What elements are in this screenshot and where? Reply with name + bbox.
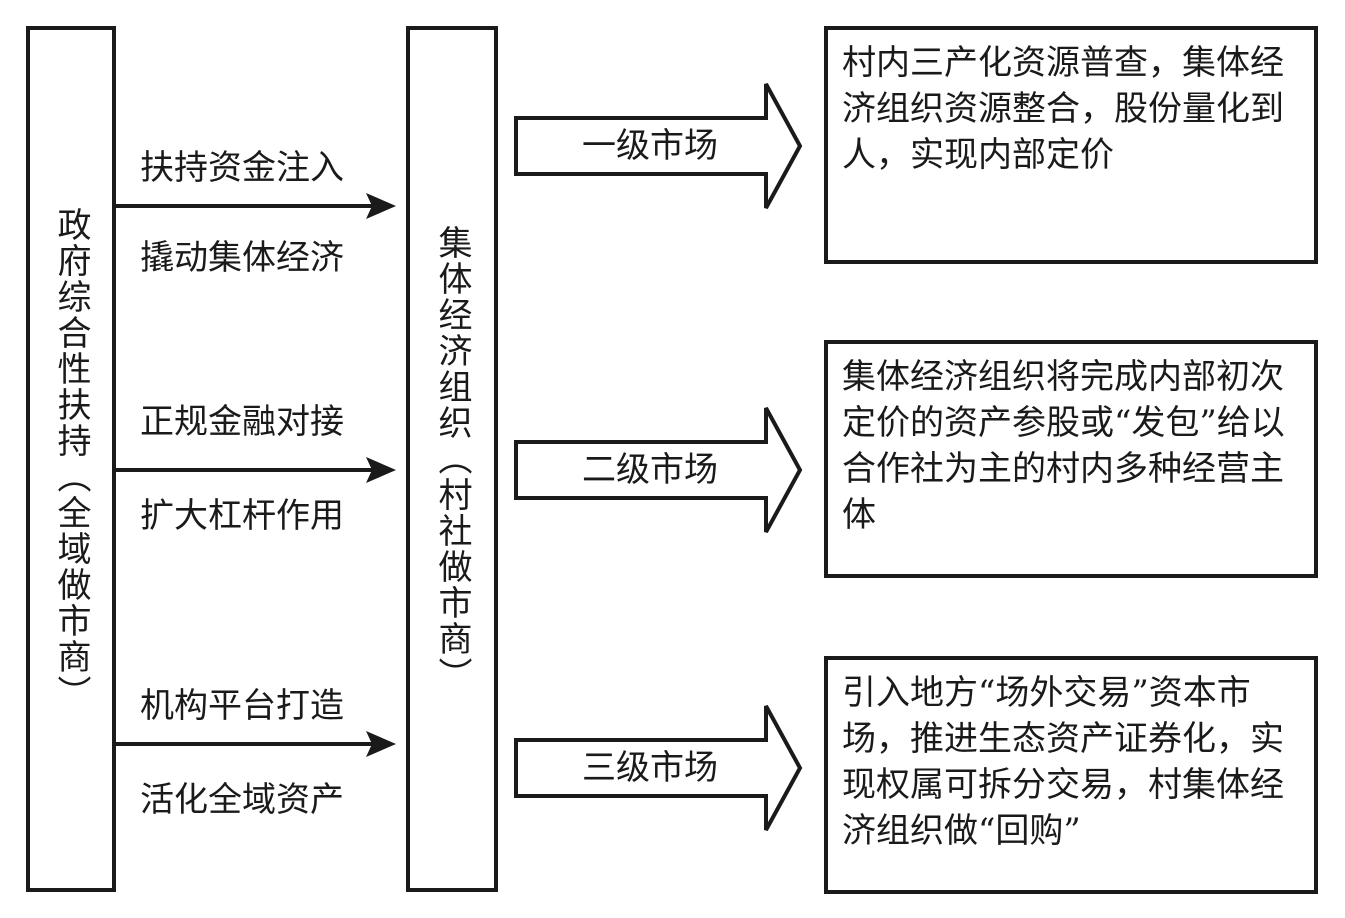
market-arrow-1 [514,83,803,209]
connector-1-bottom-label: 撬动集体经济 [140,238,344,278]
connector-arrow-3 [116,731,396,757]
government-support-box: 政府综合性扶持（全域做市商） [26,26,116,892]
connector-arrow-2 [116,457,396,483]
connector-1-top-label: 扶持资金注入 [140,148,344,188]
market-2-description-box: 集体经济组织将完成内部初次定价的资产参股或“发包”给以合作社为主的村内多种经营主… [824,340,1318,578]
connector-2-bottom-label: 扩大杠杆作用 [140,496,344,536]
market-2-label: 二级市场 [582,450,718,490]
market-2-description: 集体经济组织将完成内部初次定价的资产参股或“发包”给以合作社为主的村内多种经营主… [842,357,1285,535]
market-3-description: 引入地方“场外交易”资本市场，推进生态资产证券化，实现权属可拆分交易，村集体经济… [842,673,1284,851]
market-arrow-2 [514,407,803,533]
government-support-text: 政府综合性扶持（全域做市商） [51,207,91,711]
market-1-description: 村内三产化资源普查，集体经济组织资源整合，股份量化到人，实现内部定价 [842,43,1284,175]
market-arrow-3 [514,705,803,831]
connector-arrow-1 [116,193,396,219]
collective-economy-box: 集体经济组织（村社做市商） [406,26,498,892]
market-1-label: 一级市场 [582,126,718,166]
connector-2-top-label: 正规金融对接 [140,402,344,442]
market-1-description-box: 村内三产化资源普查，集体经济组织资源整合，股份量化到人，实现内部定价 [824,26,1318,264]
market-3-label: 三级市场 [582,748,718,788]
connector-3-top-label: 机构平台打造 [140,686,344,726]
market-3-description-box: 引入地方“场外交易”资本市场，推进生态资产证券化，实现权属可拆分交易，村集体经济… [824,656,1318,894]
connector-3-bottom-label: 活化全域资产 [140,780,344,820]
collective-economy-text: 集体经济组织（村社做市商） [432,225,472,693]
